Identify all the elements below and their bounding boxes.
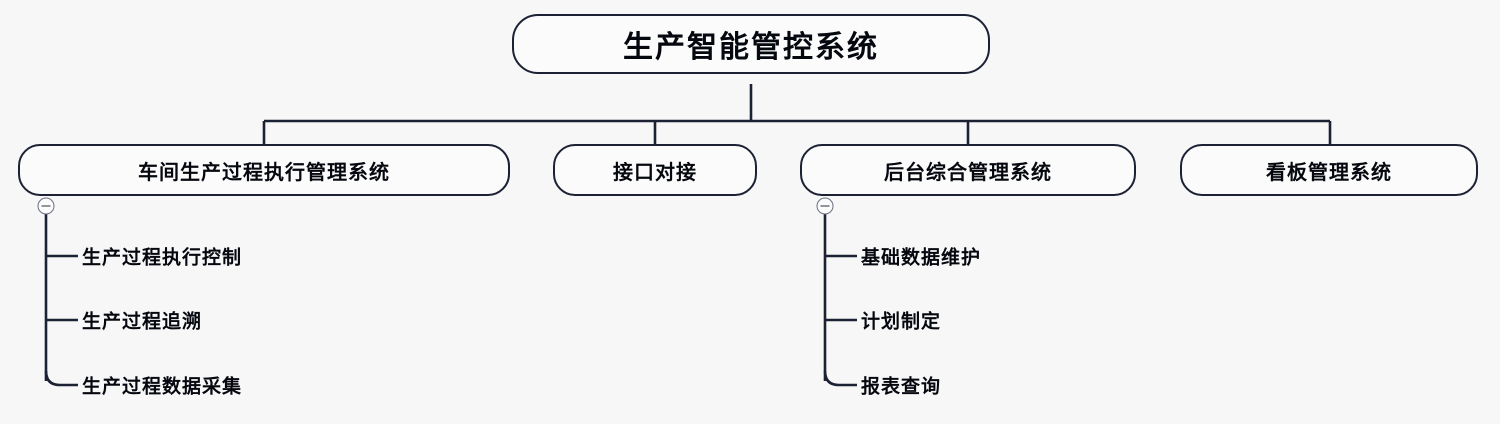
connector-right-elbow-3: [823, 370, 857, 387]
branch-node-label: 后台综合管理系统: [884, 159, 1052, 184]
branch-node-backend-management[interactable]: 后台综合管理系统: [800, 144, 1136, 196]
branch-node-interface-integration[interactable]: 接口对接: [553, 144, 757, 196]
leaf-production-data-collection[interactable]: 生产过程数据采集: [82, 375, 243, 398]
branch-node-label: 接口对接: [613, 159, 697, 184]
leaf-production-execution-control[interactable]: 生产过程执行控制: [82, 246, 243, 269]
leaf-master-data-maintenance[interactable]: 基础数据维护: [861, 246, 982, 269]
collapse-toggle-backend[interactable]: [816, 197, 834, 215]
branch-node-workshop-mes[interactable]: 车间生产过程执行管理系统: [18, 144, 510, 196]
collapse-toggle-workshop[interactable]: [37, 197, 55, 215]
leaf-report-query[interactable]: 报表查询: [861, 375, 942, 398]
leaf-plan-formulation[interactable]: 计划制定: [861, 310, 942, 333]
root-node-label: 生产智能管控系统: [623, 30, 879, 65]
leaf-production-traceability[interactable]: 生产过程追溯: [82, 310, 203, 333]
branch-node-label: 车间生产过程执行管理系统: [138, 159, 390, 184]
connector-left-elbow-3: [44, 370, 78, 387]
branch-node-label: 看板管理系统: [1266, 159, 1392, 184]
branch-node-kanban-management[interactable]: 看板管理系统: [1180, 144, 1478, 196]
root-node[interactable]: 生产智能管控系统: [512, 14, 990, 74]
